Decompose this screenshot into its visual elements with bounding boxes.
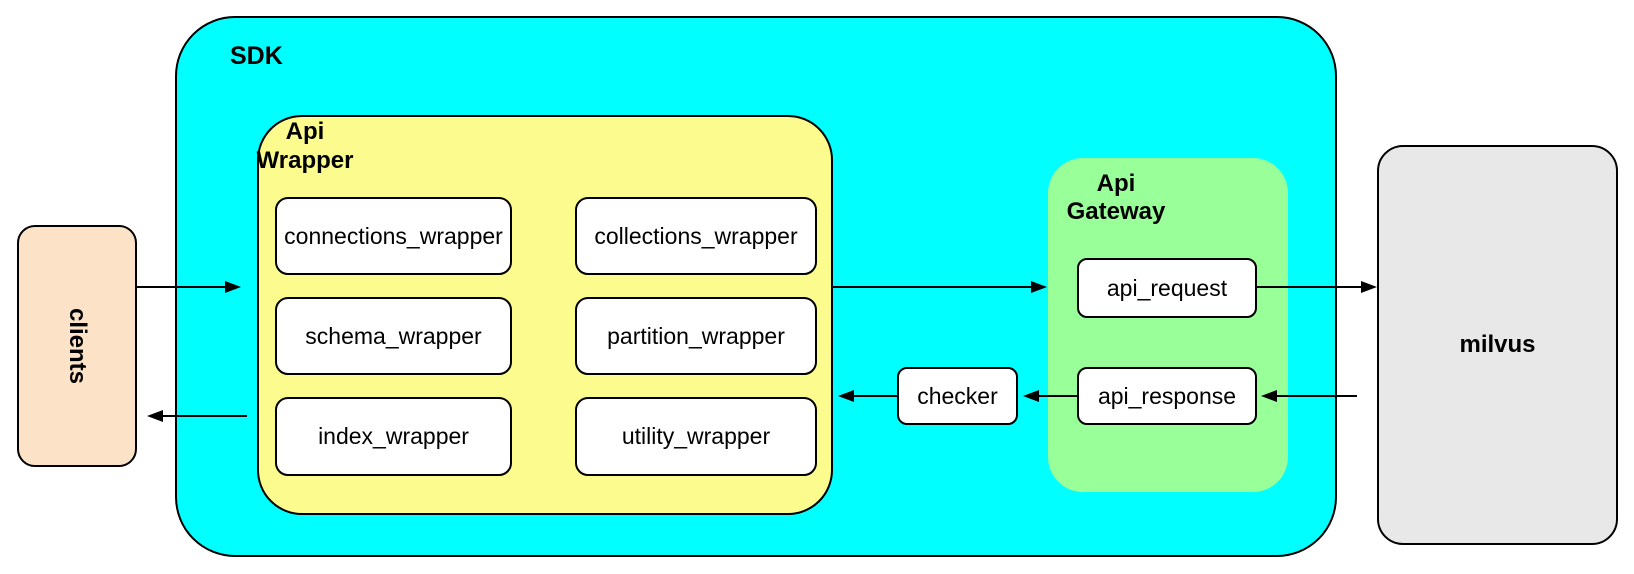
arrow-head-icon [147, 410, 163, 422]
arrow-head-icon [1031, 281, 1047, 293]
sdk-label: SDK [230, 42, 283, 70]
arrow-line [833, 286, 1033, 288]
gateway-box-api-response: api_response [1077, 367, 1257, 425]
arrow-line [1037, 395, 1077, 397]
node-clients: clients [17, 225, 137, 467]
arrow-head-icon [1361, 281, 1377, 293]
clients-label: clients [64, 307, 91, 385]
arrow-head-icon [838, 390, 854, 402]
node-checker: checker [897, 367, 1018, 425]
arrow-line [1275, 395, 1357, 397]
node-milvus: milvus [1377, 145, 1618, 545]
arrow-line [161, 415, 247, 417]
wrapper-box-partition: partition_wrapper [575, 297, 817, 375]
wrapper-box-index: index_wrapper [275, 397, 512, 476]
arrow-head-icon [1023, 390, 1039, 402]
arrow-head-icon [225, 281, 241, 293]
api-wrapper-label: Api Wrapper [256, 118, 354, 174]
api-gateway-label: Api Gateway [1066, 170, 1166, 225]
wrapper-box-schema: schema_wrapper [275, 297, 512, 375]
wrapper-box-utility: utility_wrapper [575, 397, 817, 476]
arrow-head-icon [1261, 390, 1277, 402]
wrapper-box-connections: connections_wrapper [275, 197, 512, 275]
wrapper-box-collections: collections_wrapper [575, 197, 817, 275]
arrow-line [137, 286, 227, 288]
arrow-line [1257, 286, 1363, 288]
node-api-gateway [1048, 158, 1288, 492]
gateway-box-api-request: api_request [1077, 258, 1257, 318]
milvus-label: milvus [1459, 331, 1536, 358]
arrow-line [852, 395, 897, 397]
